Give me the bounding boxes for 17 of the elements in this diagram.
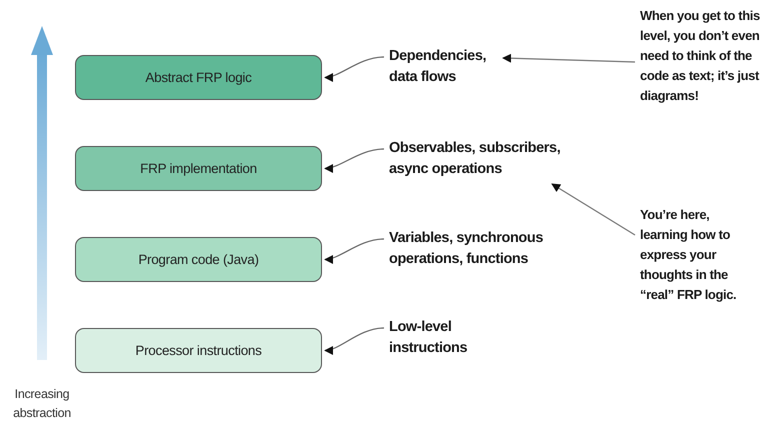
arrow [324, 148, 384, 172]
description-text: Dependencies, data flows [389, 46, 499, 88]
arrow [551, 183, 636, 236]
layer-box: Processor instructions [75, 328, 322, 373]
annotation-text: When you get to this level, you don’t even need to think of the code as text; it’s just diagrams! [640, 6, 769, 106]
arrow [502, 54, 636, 63]
axis-label: Increasing abstraction [12, 386, 72, 422]
arrow [324, 56, 384, 82]
description-text: Observables, subscribers, async operations [389, 138, 574, 180]
layer-box: FRP implementation [75, 146, 322, 191]
annotation-text: You’re here, learning how to express your thoughts in the “real” FRP logic. [640, 205, 755, 305]
arrow [324, 238, 384, 264]
layer-box: Program code (Java) [75, 237, 322, 282]
layer-box: Abstract FRP logic [75, 55, 322, 100]
description-text: Low-level instructions [389, 317, 489, 359]
description-text: Variables, synchronous operations, functions [389, 228, 549, 270]
arrow [324, 327, 384, 354]
